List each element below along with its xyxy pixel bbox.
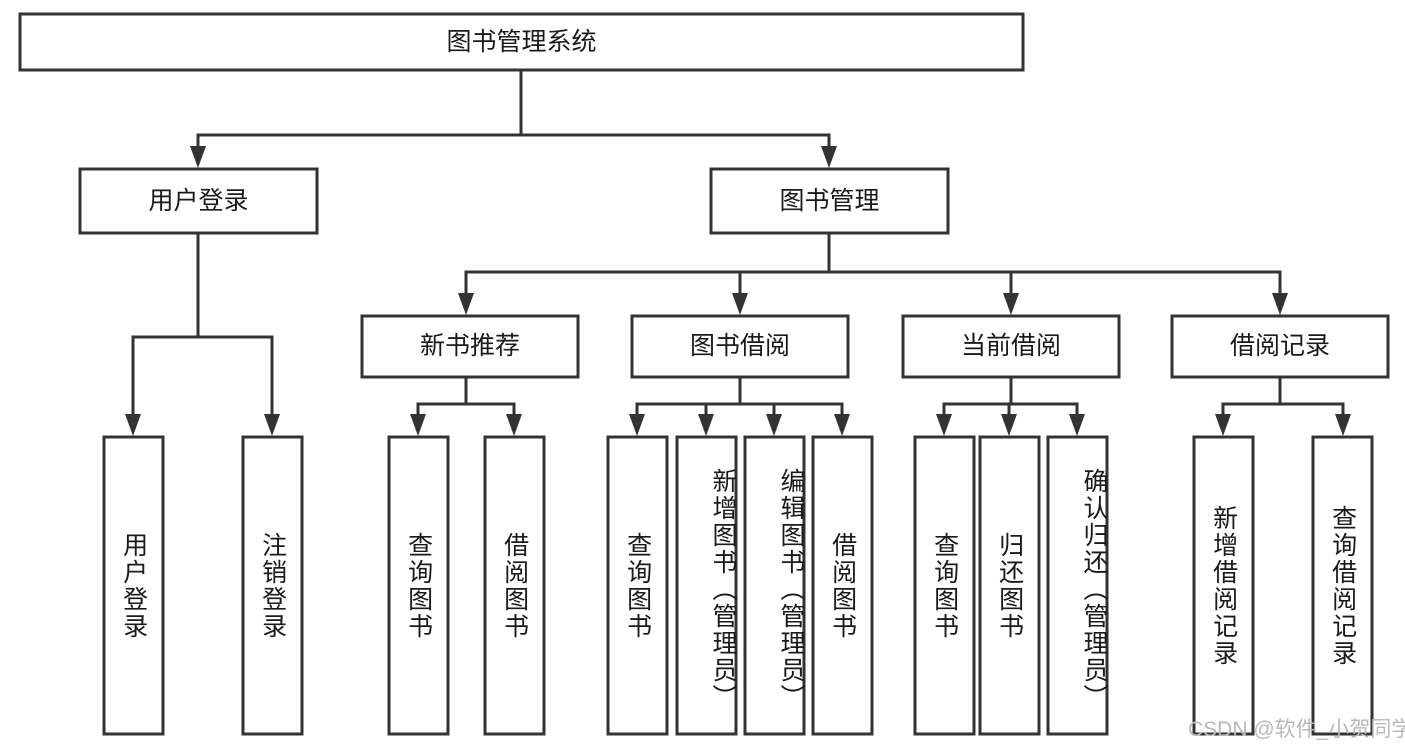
leaf-borrow-record-2[interactable] (1311, 435, 1374, 736)
connector-currentborrow-to-leaves (936, 377, 1085, 436)
connector-borrowrecord-to-leaves (1215, 377, 1351, 436)
node-new-book-recommend[interactable] (360, 314, 580, 379)
connector-bookmgmt-to-level3 (458, 233, 1288, 315)
node-root[interactable] (18, 12, 1025, 72)
leaf-user-login-2[interactable] (241, 435, 304, 736)
leaf-current-borrow-3[interactable] (1046, 435, 1109, 736)
connector-userlogin-to-leaves (125, 233, 280, 436)
leaf-book-borrow-4[interactable] (811, 435, 874, 736)
leaf-new-book-2[interactable] (483, 435, 546, 736)
connector-root-to-level2 (190, 70, 837, 168)
node-borrow-record[interactable] (1170, 314, 1390, 379)
leaf-current-borrow-1[interactable] (913, 435, 976, 736)
leaf-borrow-record-1[interactable] (1192, 435, 1255, 736)
connector-newbook-to-leaves (410, 377, 522, 436)
node-book-borrow[interactable] (630, 314, 850, 379)
node-book-management[interactable] (709, 167, 950, 235)
leaf-new-book-1[interactable] (387, 435, 450, 736)
node-current-borrow[interactable] (901, 314, 1121, 379)
leaf-user-login-1[interactable] (102, 435, 165, 736)
leaf-current-borrow-2[interactable] (978, 435, 1041, 736)
leaf-book-borrow-3[interactable] (743, 435, 806, 736)
connector-bookborrow-to-leaves (629, 377, 850, 436)
leaf-book-borrow-2[interactable] (675, 435, 738, 736)
node-user-login[interactable] (78, 167, 319, 235)
leaf-book-borrow-1[interactable] (606, 435, 669, 736)
